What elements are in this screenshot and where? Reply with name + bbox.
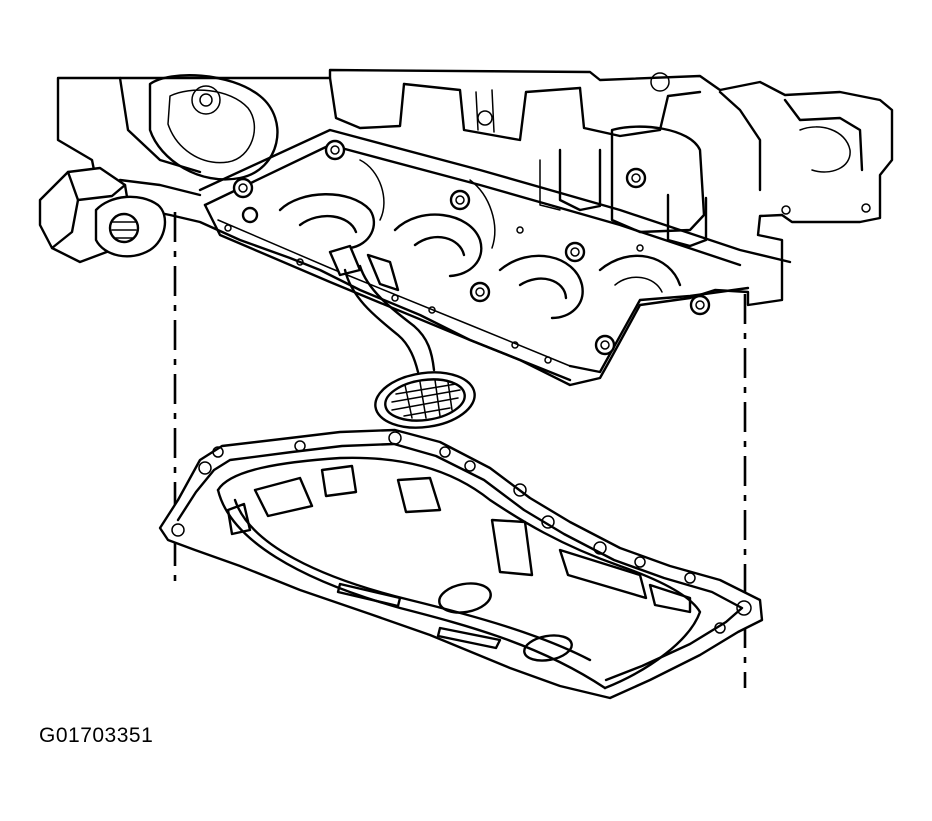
oil-filter-adapter [38, 166, 202, 264]
oil-pan [158, 428, 764, 700]
figure-id-label: G01703351 [39, 724, 154, 747]
oil-pump-pickup-tube-screen [328, 244, 476, 429]
rail-bolts [232, 139, 711, 356]
engine-block-lower [56, 68, 894, 387]
